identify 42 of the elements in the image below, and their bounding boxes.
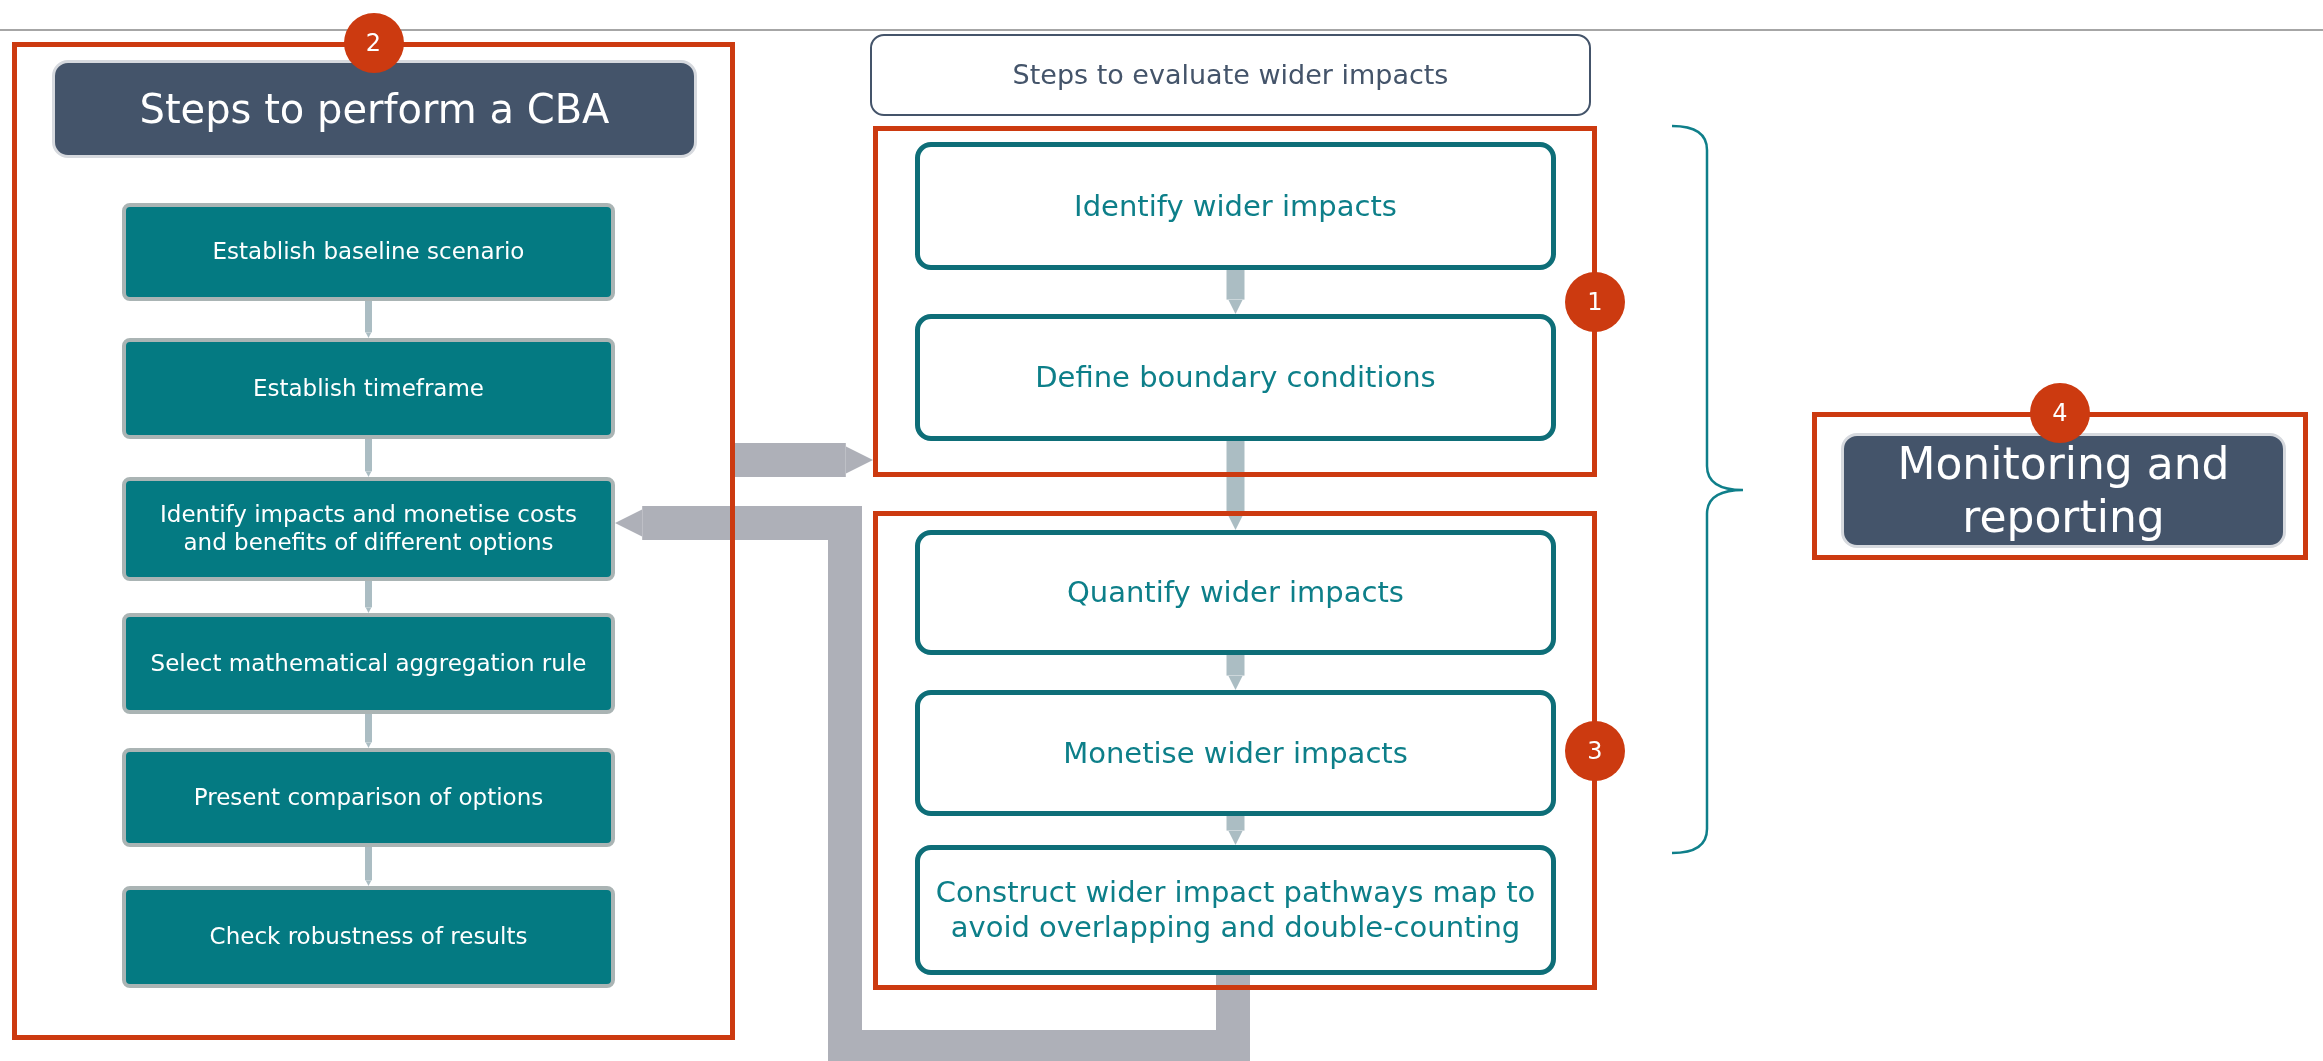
arrow	[365, 714, 372, 748]
step-label: Construct wider impact pathways map to avoid overlapping and double-counting	[934, 875, 1537, 945]
step-label: Quantify wider impacts	[1066, 575, 1405, 610]
arrow	[365, 847, 372, 886]
number-badge: 1	[1565, 271, 1625, 332]
arrow	[1226, 655, 1245, 690]
step-label: Select mathematical aggregation rule	[149, 649, 588, 678]
arrow	[1226, 816, 1245, 845]
arrow	[735, 443, 873, 477]
step-box	[915, 142, 1556, 270]
arrow	[365, 581, 372, 613]
arrow	[615, 506, 1250, 1061]
step-box	[122, 748, 615, 847]
title-box	[870, 34, 1591, 116]
step-box	[122, 886, 615, 988]
step-box	[915, 530, 1556, 655]
number-badge: 2	[343, 13, 404, 73]
step-box	[915, 314, 1556, 441]
arrow	[1226, 441, 1245, 530]
arrow	[365, 301, 372, 338]
heading-box	[1841, 433, 2286, 548]
step-label: Check robustness of results	[208, 923, 529, 951]
arrow	[365, 439, 372, 477]
step-box	[122, 338, 615, 439]
step-label: Establish baseline scenario	[211, 238, 526, 266]
step-box	[122, 203, 615, 301]
step-label: Identify wider impacts	[1073, 188, 1398, 224]
step-box	[915, 690, 1556, 816]
arrow	[1226, 270, 1245, 314]
number-badge: 4	[2030, 383, 2090, 443]
step-label: Steps to perform a CBA	[138, 85, 611, 133]
step-label: Steps to evaluate wider impacts	[1011, 58, 1450, 92]
step-label: Define boundary conditions	[1034, 360, 1437, 395]
step-label: Establish timeframe	[251, 374, 485, 403]
step-label: Present comparison of options	[192, 783, 545, 812]
heading-box	[52, 60, 697, 158]
number-badge: 3	[1565, 720, 1625, 781]
step-label: Monetise wider impacts	[1062, 735, 1409, 771]
step-box	[915, 845, 1556, 975]
step-box	[122, 477, 615, 581]
step-box	[122, 613, 615, 714]
step-label: Identify impacts and monetise costs and benefits of different options	[159, 501, 578, 557]
